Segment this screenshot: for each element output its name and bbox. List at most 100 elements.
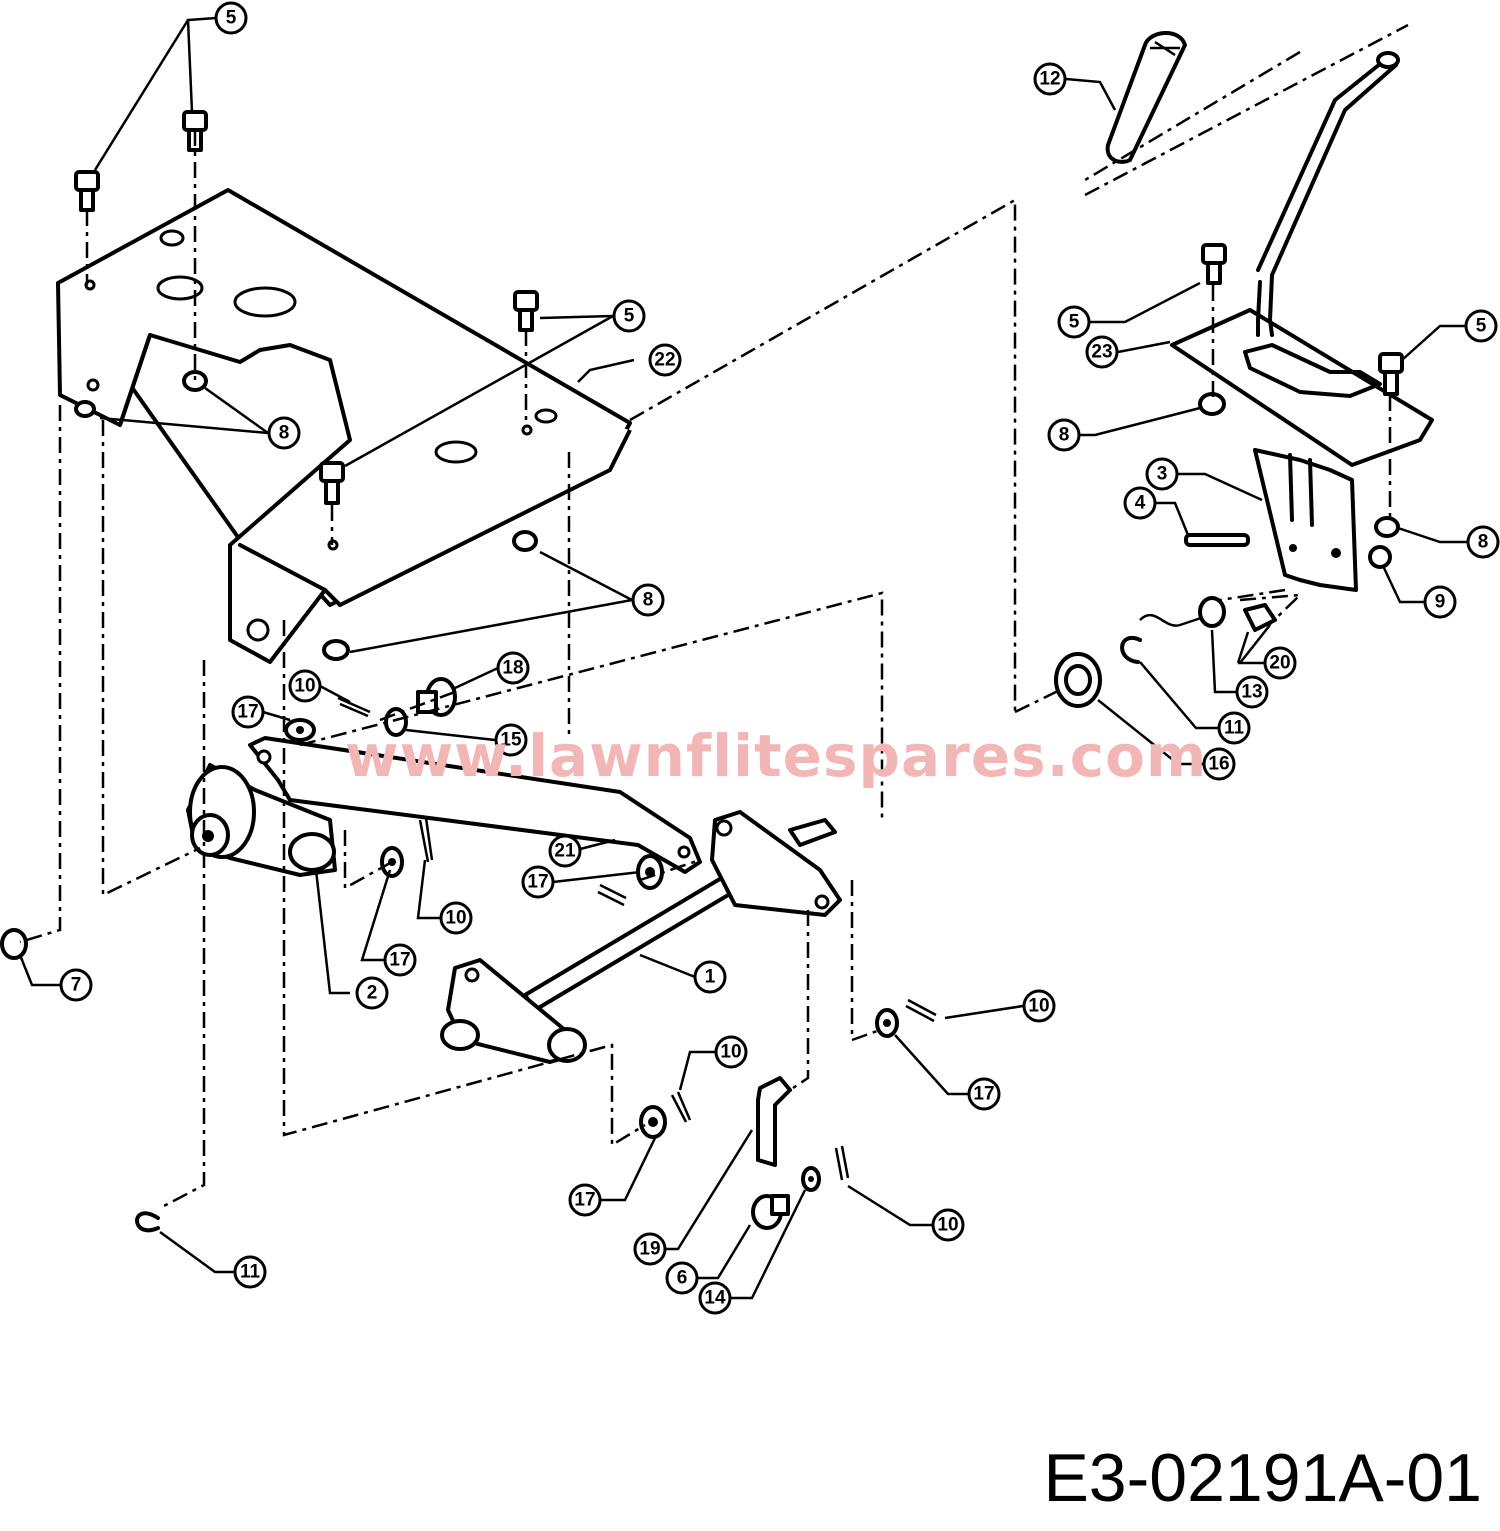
callout-5: 5 [1464,309,1498,343]
svg-text:17: 17 [237,702,258,723]
callout-8: 8 [267,416,301,450]
callout-18: 18 [496,651,530,685]
svg-text:23: 23 [1091,342,1112,363]
callout-10: 10 [288,669,322,703]
callout-9: 9 [1423,585,1457,619]
callout-10: 10 [439,901,473,935]
washer-icon [284,718,899,1192]
bolt-icon [1378,352,1404,396]
callout-23: 23 [1085,335,1119,369]
bolt-icon [1201,243,1227,285]
bolt-icon [513,290,539,332]
bolt-icon [319,461,345,505]
svg-text:17: 17 [574,1190,595,1211]
svg-text:20: 20 [1269,653,1290,674]
svg-text:5: 5 [1476,316,1487,337]
shift-plate-part [1170,308,1434,467]
svg-text:18: 18 [502,658,523,679]
callout-8: 8 [631,583,665,617]
svg-text:11: 11 [240,1262,261,1283]
callout-10: 10 [714,1035,748,1069]
svg-text:14: 14 [704,1288,726,1309]
callout-11: 11 [1217,711,1251,745]
callout-17: 17 [967,1077,1001,1111]
callout-7: 7 [59,968,93,1002]
callout-21: 21 [548,834,582,868]
pin-part [751,1076,792,1230]
svg-text:9: 9 [1435,592,1446,613]
callout-11: 11 [233,1255,267,1289]
svg-text:1: 1 [705,967,716,988]
callout-2: 2 [355,976,389,1010]
leader-lines [18,16,1467,1300]
svg-text:17: 17 [389,950,410,971]
svg-text:7: 7 [71,975,82,996]
watermark-text: www.lawnflitespares.com [345,722,1208,790]
svg-text:2: 2 [367,983,378,1004]
svg-text:10: 10 [294,676,315,697]
assembly-line [1014,688,1061,714]
callout-15: 15 [494,723,528,757]
pin-part [1184,533,1250,547]
callout-17: 17 [521,865,555,899]
svg-text:17: 17 [973,1084,994,1105]
callout-5: 5 [612,299,646,333]
callout-10: 10 [931,1208,965,1242]
assembly-line [1219,588,1304,627]
cotter-pin-icon [337,696,937,1181]
assembly-line [159,660,206,1210]
nut-icon [74,370,538,661]
svg-text:21: 21 [554,841,576,862]
cross-shaft-part [440,810,842,1064]
callout-13: 13 [1235,675,1269,709]
assembly-line [1084,23,1409,197]
spring-icon [1139,596,1277,632]
svg-text:13: 13 [1241,682,1262,703]
svg-text:17: 17 [527,872,548,893]
svg-text:5: 5 [226,8,237,29]
svg-text:8: 8 [1478,532,1489,553]
svg-text:5: 5 [624,306,635,327]
callout-17: 17 [383,943,417,977]
callout-17: 17 [231,695,265,729]
svg-text:8: 8 [279,423,290,444]
callout-14: 14 [698,1281,732,1315]
callout-5: 5 [214,1,248,35]
svg-text:4: 4 [1135,493,1146,514]
assembly-line [101,420,201,897]
nut-icon [0,928,28,960]
callout-19: 19 [633,1232,667,1266]
callout-12: 12 [1033,62,1067,96]
callout-22: 22 [648,343,682,377]
knob-icon [1105,31,1187,164]
drawing-code: E3-02191A-01 [1043,1440,1482,1516]
svg-text:22: 22 [654,350,675,371]
pivot-plate-part [186,763,337,877]
clip-icon [135,1211,160,1233]
svg-text:5: 5 [1069,312,1080,333]
assembly-line [379,688,461,722]
svg-text:3: 3 [1157,464,1168,485]
svg-text:10: 10 [1028,996,1049,1017]
callout-5: 5 [1057,305,1091,339]
callout-16: 16 [1202,747,1236,781]
callout-3: 3 [1145,457,1179,491]
svg-text:8: 8 [643,590,654,611]
assembly-line [789,910,810,1092]
assembly-line [343,830,393,891]
assembly-line [850,880,881,1042]
callout-8: 8 [1047,418,1081,452]
svg-text:10: 10 [937,1215,958,1236]
callout-10: 10 [1022,989,1056,1023]
svg-text:16: 16 [1208,754,1229,775]
clip-icon [1120,636,1142,664]
callout-20: 20 [1263,646,1297,680]
svg-text:8: 8 [1059,425,1070,446]
assembly-line [299,591,884,820]
svg-text:11: 11 [1224,718,1245,739]
callout-8: 8 [1466,525,1500,559]
callout-1: 1 [693,960,727,994]
assembly-line [282,620,646,1148]
svg-text:10: 10 [445,908,466,929]
